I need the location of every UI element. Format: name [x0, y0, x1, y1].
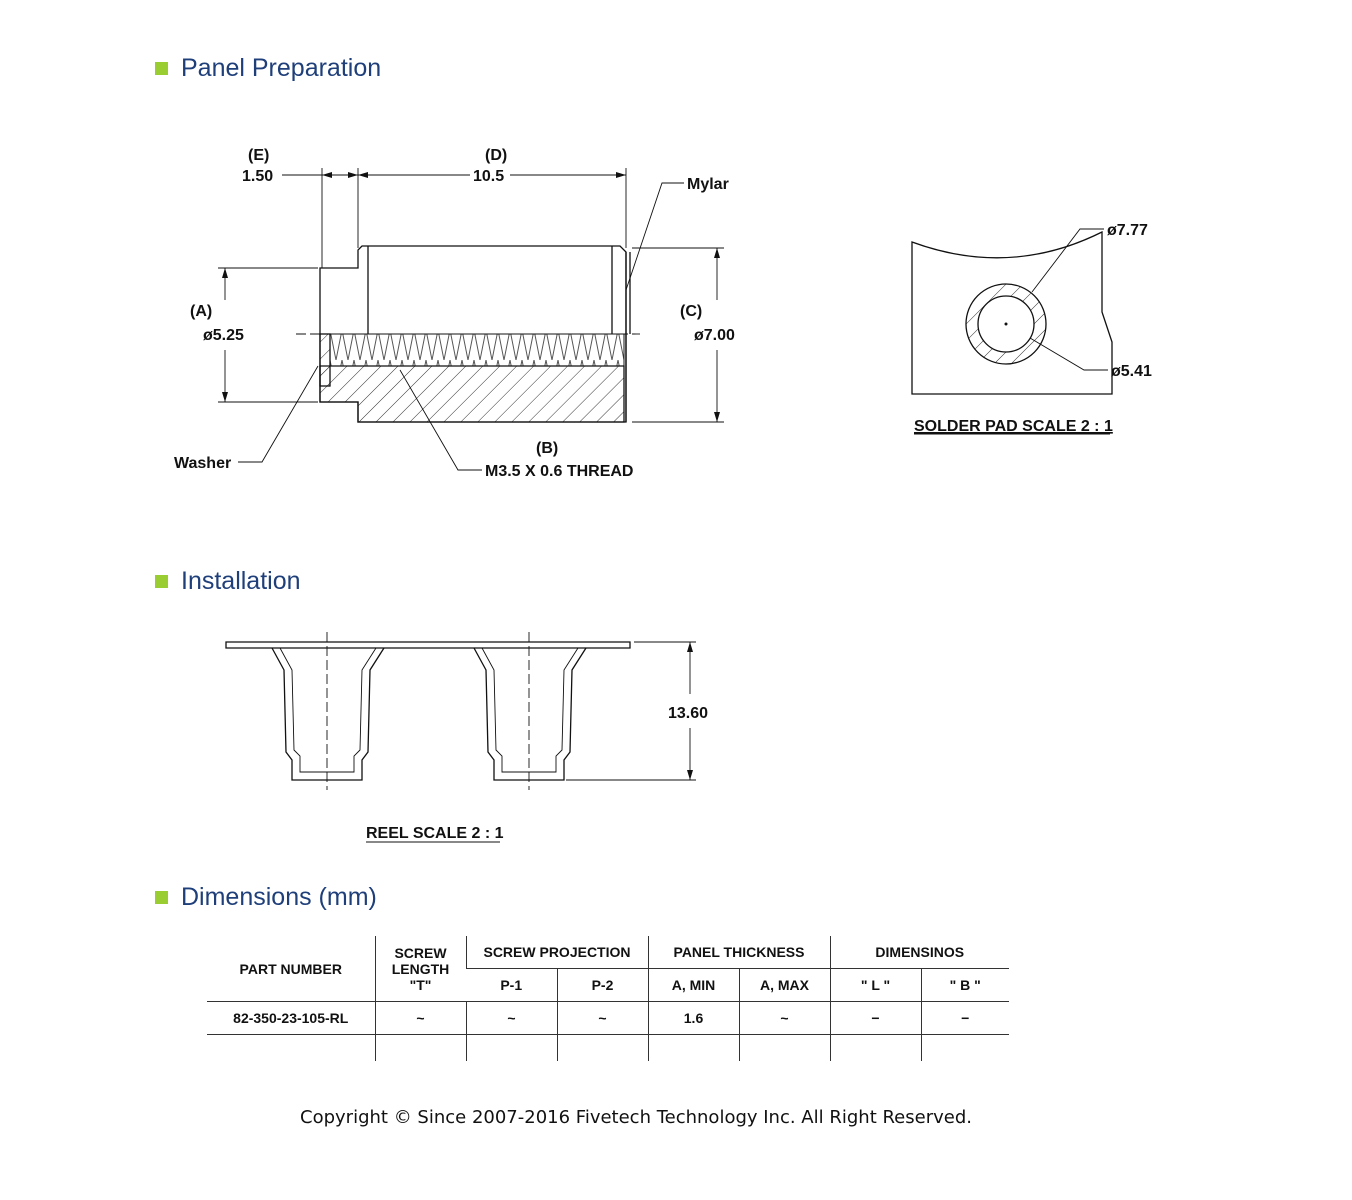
- mylar-label: Mylar: [687, 176, 729, 193]
- bullet-square-icon: [155, 891, 168, 904]
- bullet-square-icon: [155, 62, 168, 75]
- reel-height-dim: 13.60: [668, 705, 708, 722]
- dim-e-value: 1.50: [242, 168, 273, 185]
- reel-caption: REEL SCALE 2 : 1: [366, 825, 504, 842]
- dim-e-label: (E): [248, 147, 269, 164]
- header-part-number: PART NUMBER: [239, 960, 342, 977]
- dim-a-label: (A): [190, 303, 212, 320]
- dim-c-label: (C): [680, 303, 702, 320]
- copyright-footer: Copyright © Since 2007-2016 Fivetech Tec…: [300, 1107, 972, 1128]
- section-title-panel-preparation: Panel Preparation: [155, 54, 381, 83]
- reel-view: 13.60 REEL SCALE 2 : 1: [225, 632, 708, 843]
- cell-p1: ~: [465, 1001, 557, 1035]
- cell-a-max: ~: [738, 1001, 830, 1035]
- dim-b-label: (B): [536, 440, 558, 457]
- cell-b: −: [920, 1001, 1009, 1035]
- solder-pad-view: ø7.77 ø5.41 SOLDER PAD SCALE 2 : 1: [911, 222, 1152, 435]
- dim-d-value: 10.5: [473, 168, 504, 185]
- section-title-installation: Installation: [155, 567, 301, 596]
- section-title-dimensions: Dimensions (mm): [155, 883, 377, 912]
- header-panel-thickness: PANEL THICKNESS: [647, 936, 830, 969]
- subheader-p1: P-1: [466, 968, 557, 1002]
- subheader-p2: P-2: [556, 968, 648, 1002]
- table-row-empty: [207, 1034, 1009, 1061]
- subheader-l: " L ": [829, 968, 921, 1002]
- header-screw-projection: SCREW PROJECTION: [465, 936, 648, 969]
- cell-screw-length: ~: [374, 1001, 466, 1035]
- standoff-section-view: (E) 1.50 (D) 10.5 Mylar (A) ø5.25: [174, 147, 735, 480]
- pad-inner-dim: ø5.41: [1111, 363, 1152, 380]
- washer-label: Washer: [174, 455, 231, 472]
- cell-a-min: 1.6: [647, 1001, 739, 1035]
- cell-p2: ~: [556, 1001, 648, 1035]
- dim-d-label: (D): [485, 147, 507, 164]
- subheader-a-max: A, MAX: [738, 968, 830, 1002]
- cell-l: −: [829, 1001, 921, 1035]
- section-title-text: Panel Preparation: [181, 54, 382, 82]
- header-dimensions: DIMENSINOS: [829, 936, 1009, 969]
- dim-c-value: ø7.00: [694, 327, 735, 344]
- cell-part-number: 82-350-23-105-RL: [207, 1001, 375, 1035]
- dim-a-value: ø5.25: [203, 327, 244, 344]
- solder-pad-caption: SOLDER PAD SCALE 2 : 1: [914, 418, 1113, 435]
- subheader-b: " B ": [920, 968, 1009, 1002]
- thread-label: M3.5 X 0.6 THREAD: [485, 463, 633, 480]
- bullet-square-icon: [155, 575, 168, 588]
- pad-outer-dim: ø7.77: [1107, 222, 1148, 239]
- section-title-text: Installation: [181, 567, 301, 595]
- table-row: 82-350-23-105-RL ~ ~ ~ 1.6 ~ − −: [207, 1001, 1009, 1035]
- section-title-text: Dimensions (mm): [181, 883, 377, 911]
- subheader-a-min: A, MIN: [647, 968, 739, 1002]
